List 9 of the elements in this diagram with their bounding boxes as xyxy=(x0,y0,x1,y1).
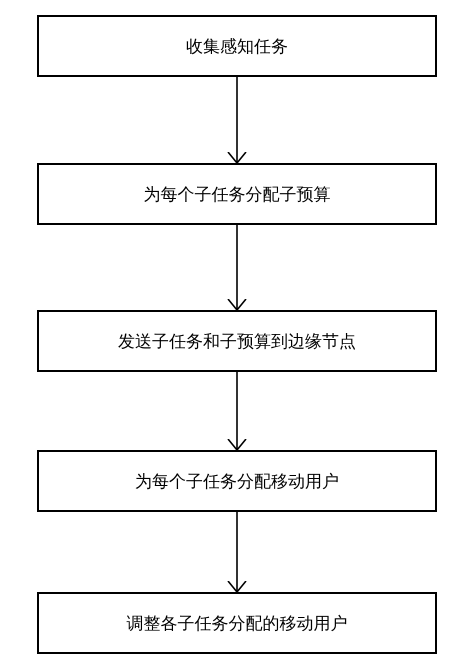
process-box: 收集感知任务 xyxy=(37,15,437,77)
process-box: 发送子任务和子预算到边缘节点 xyxy=(37,310,437,372)
process-box: 为每个子任务分配移动用户 xyxy=(37,450,437,512)
arrow xyxy=(227,372,247,451)
arrow xyxy=(227,225,247,311)
arrow xyxy=(227,512,247,593)
process-box: 调整各子任务分配的移动用户 xyxy=(37,592,437,654)
arrow xyxy=(227,77,247,164)
process-box: 为每个子任务分配子预算 xyxy=(37,163,437,225)
